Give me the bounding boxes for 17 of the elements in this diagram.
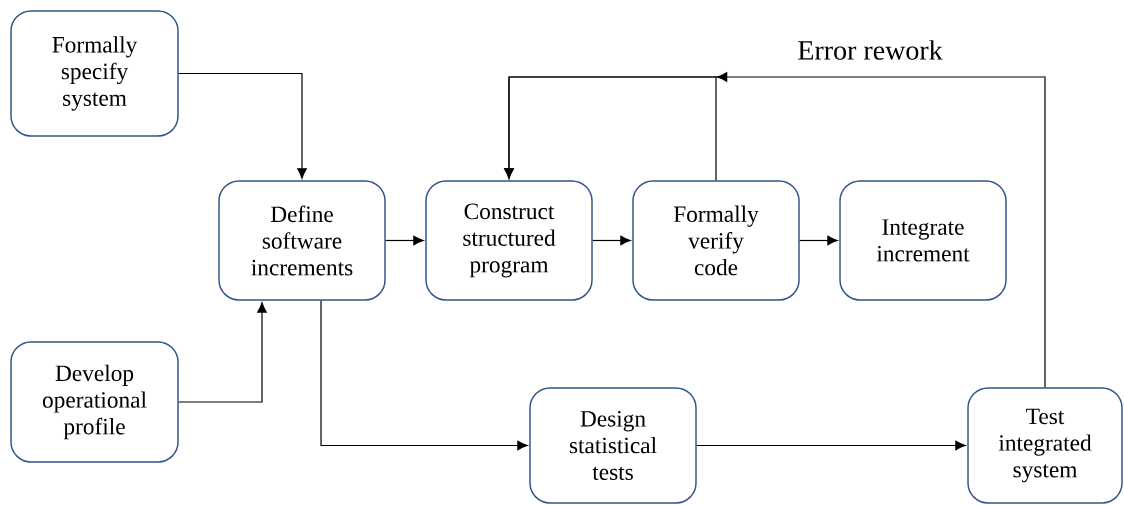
process-box: Formally verify code [632, 180, 800, 301]
process-box: Design statistical tests [529, 387, 697, 504]
arrow [592, 235, 631, 246]
process-box: Develop operational profile [10, 341, 179, 463]
arrow [385, 235, 424, 246]
process-box: Integrate increment [839, 180, 1007, 301]
process-box: Define software increments [218, 180, 386, 301]
arrow [178, 302, 267, 403]
process-box: Formally specify system [10, 10, 179, 137]
arrow [799, 235, 838, 246]
edge-label: Error rework [798, 40, 943, 60]
arrow [504, 72, 728, 181]
process-box: Construct structured program [425, 180, 593, 301]
arrow [696, 440, 966, 451]
arrow [320, 300, 528, 451]
arrow [178, 72, 307, 179]
process-box: Test integrated system [967, 387, 1123, 504]
